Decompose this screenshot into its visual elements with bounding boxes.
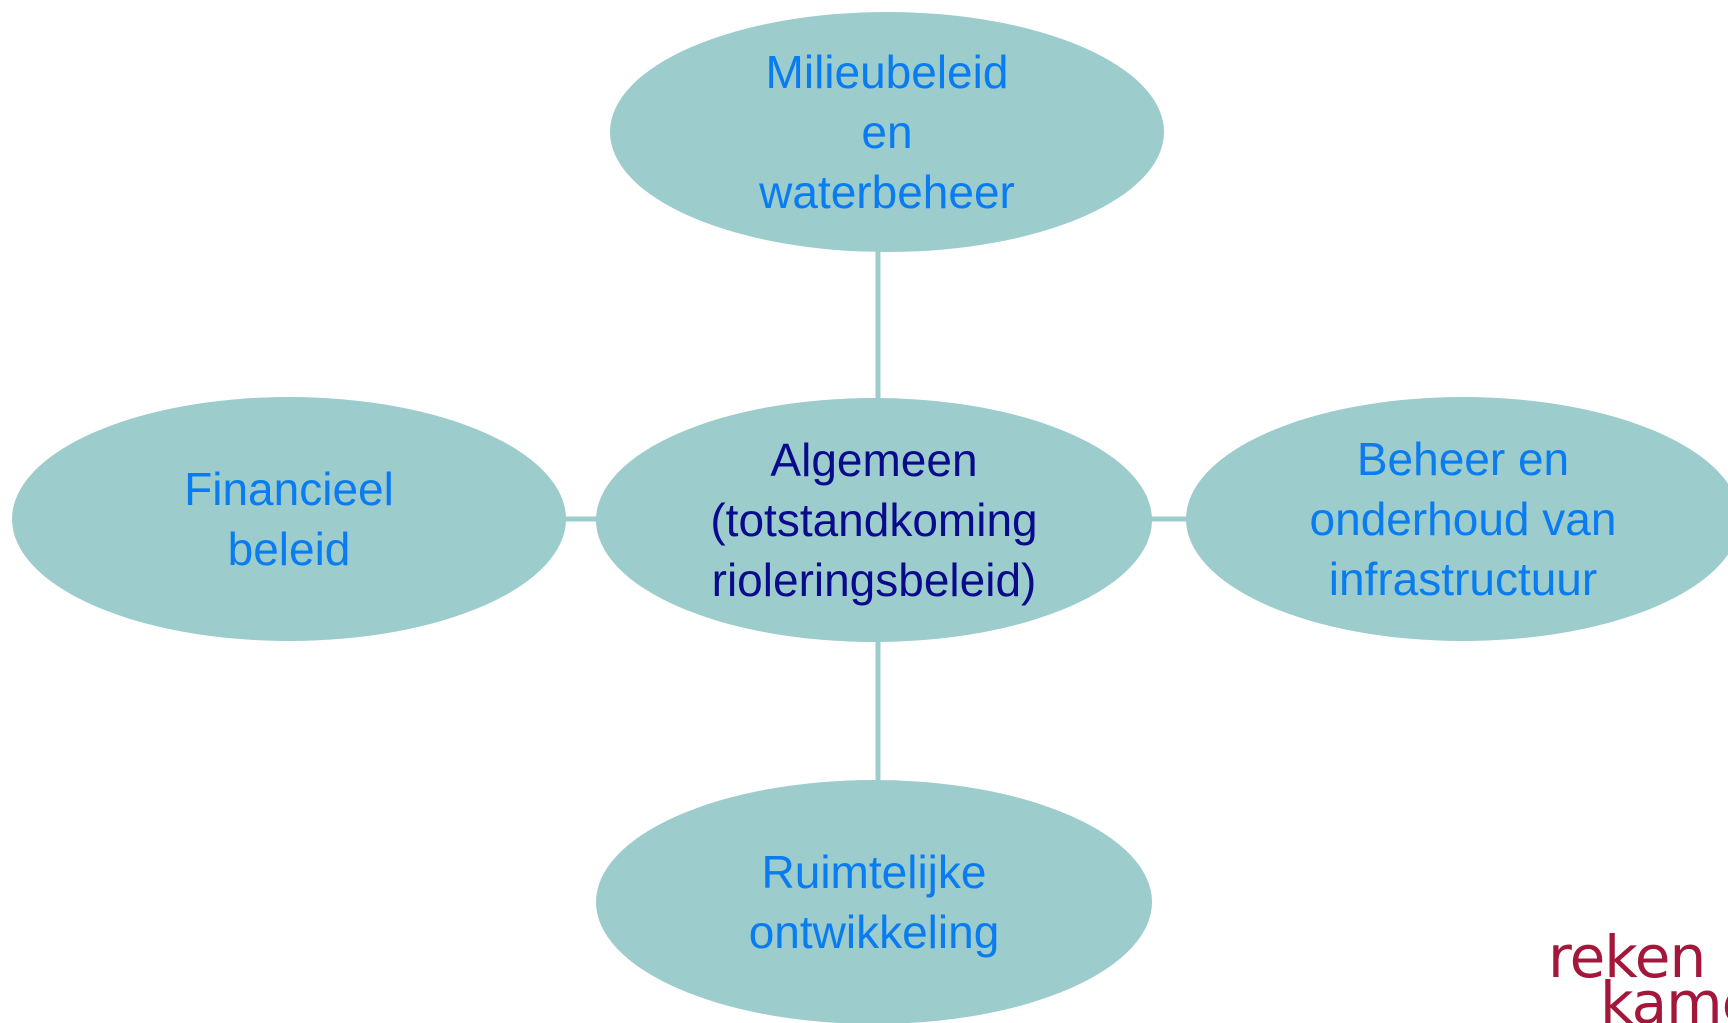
- logo-line-2: kame: [1600, 969, 1728, 1023]
- node-milieubeleid: Milieubeleid en waterbeheer: [610, 12, 1164, 252]
- node-label-line: Beheer en: [1356, 433, 1570, 485]
- node-label-line: Financieel: [184, 463, 394, 515]
- node-beheer-onderhoud: Beheer en onderhoud van infrastructuur: [1186, 397, 1728, 641]
- node-label-line: Ruimtelijke: [761, 846, 987, 898]
- node-label-line: en: [861, 106, 913, 158]
- node-label-line: beleid: [227, 523, 351, 575]
- node-label-line: infrastructuur: [1328, 553, 1598, 605]
- node-label-line: onderhoud van: [1309, 493, 1617, 545]
- node-ruimtelijke-ontwikkeling: Ruimtelijke ontwikkeling: [596, 780, 1152, 1023]
- node-label-line: Milieubeleid: [765, 46, 1009, 98]
- node-label-line: rioleringsbeleid): [711, 554, 1037, 606]
- node-label-line: (totstandkoming: [710, 494, 1038, 546]
- node-label-line: waterbeheer: [759, 166, 1015, 218]
- rekenkamer-logo: reken kame: [1548, 928, 1728, 1023]
- node-algemeen: Algemeen (totstandkoming rioleringsbelei…: [596, 398, 1152, 642]
- node-label-line: Algemeen: [770, 434, 978, 486]
- node-financieel-beleid: Financieel beleid: [12, 397, 566, 641]
- node-label-line: ontwikkeling: [748, 906, 1000, 958]
- logo-line-1: reken: [1548, 923, 1706, 991]
